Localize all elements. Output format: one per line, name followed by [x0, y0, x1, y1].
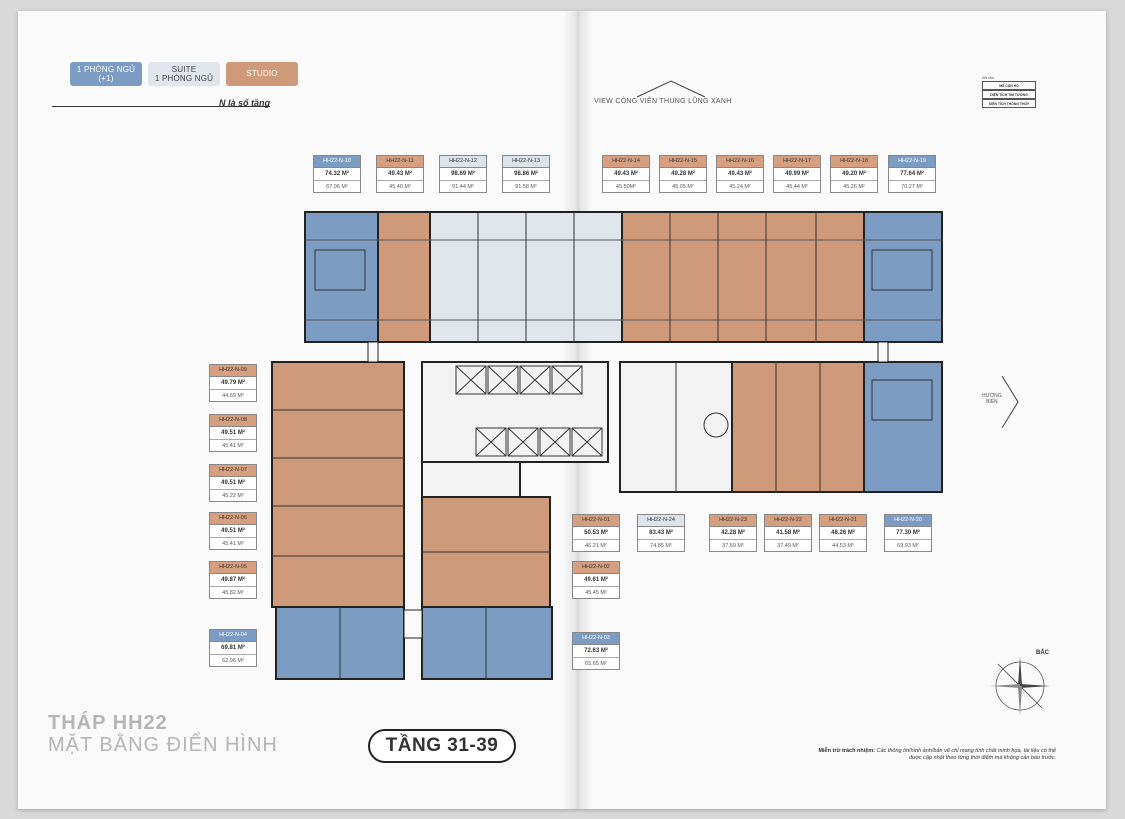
label-key-box: Ghi chú MÃ CĂN HỘ DIỆN TÍCH TIM TƯỜNG DI… [982, 76, 1036, 108]
core [421, 361, 609, 498]
top-wing-partitions [305, 212, 942, 342]
legend-suite-1-bedroom: SUITE 1 PHÒNG NGỦ [148, 62, 220, 86]
disclaimer: Miễn trừ trách nhiệm: Các thông tin/hình… [818, 748, 1056, 762]
sea-direction-arrow-icon [1001, 375, 1019, 429]
unit-type-legend: 1 PHÒNG NGỦ (+1) SUITE 1 PHÒNG NGỦ STUDI… [70, 62, 298, 86]
sea-direction-label: HƯỚNG BIỂN [982, 393, 1002, 405]
tower-title: THÁP HH22 [48, 712, 168, 734]
floor-badge: TẦNG 31-39 [368, 729, 516, 763]
right-wing [619, 361, 943, 493]
floor-note: N là số tầng [52, 97, 270, 108]
legend-studio: STUDIO [226, 62, 298, 86]
right-wing-partitions [675, 362, 933, 492]
compass-icon [990, 656, 1050, 716]
connectors [367, 341, 889, 639]
tower-title-block: THÁP HH22 MẶT BẰNG ĐIỂN HÌNH [48, 712, 278, 756]
top-wing [304, 211, 943, 343]
view-direction-arrow-icon [636, 80, 706, 98]
north-label: BẮC [1036, 650, 1049, 656]
tower-subtitle: MẶT BẰNG ĐIỂN HÌNH [48, 734, 278, 756]
left-wing-partitions [272, 409, 550, 679]
view-label-top: VIEW CÔNG VIÊN THUNG LŨNG XANH [594, 98, 732, 105]
legend-1-bedroom: 1 PHÒNG NGỦ (+1) [70, 62, 142, 86]
elevators [455, 365, 603, 457]
